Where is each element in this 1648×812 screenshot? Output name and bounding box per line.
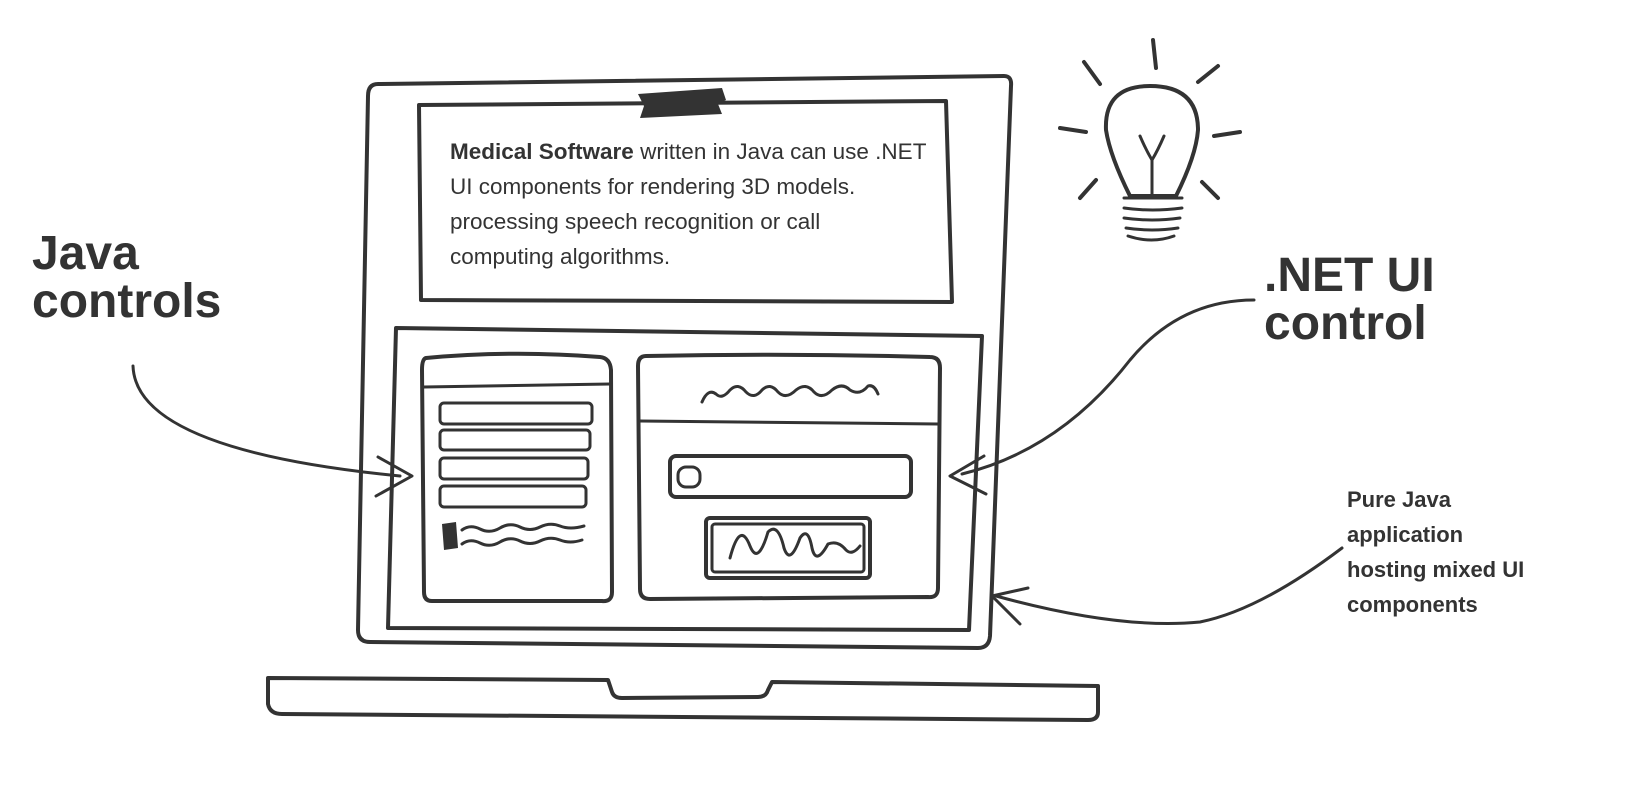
pure-java-arrow (994, 546, 1344, 626)
inner-screen-panel (386, 326, 984, 632)
net-input-icon (676, 465, 702, 489)
net-window-divider (638, 419, 940, 426)
laptop-screen-frame (356, 74, 1014, 650)
java-scribble-line-2 (460, 536, 584, 547)
net-button-inner (710, 522, 866, 574)
net-button-scribble (728, 527, 862, 560)
java-arrowhead (374, 455, 414, 498)
java-field-3 (438, 456, 590, 481)
net-title-scribble (700, 384, 880, 404)
note-body-text: written in Java can use .NET UI componen… (450, 139, 927, 269)
net-arrow (960, 298, 1256, 476)
note-bold-text: Medical Software (450, 139, 634, 164)
java-field-1 (438, 401, 594, 426)
java-arrow (131, 364, 402, 478)
net-arrowhead (948, 454, 988, 496)
laptop-base (266, 676, 1100, 722)
java-controls-label: Java controls (32, 227, 222, 328)
java-window-titlebar (422, 382, 612, 389)
java-field-4 (438, 484, 588, 509)
note-text: Medical Software written in Java can use… (450, 134, 930, 274)
lightbulb-icon (1058, 38, 1242, 242)
tape (638, 88, 726, 118)
pure-java-arrowhead (990, 586, 1030, 626)
net-input-field (668, 454, 913, 499)
net-button-outer (704, 516, 872, 580)
note-card (417, 99, 954, 304)
pure-java-label: Pure Java application hosting mixed UI c… (1347, 487, 1525, 617)
java-controls-window (420, 351, 614, 604)
java-field-2 (438, 428, 592, 452)
net-control-window (636, 352, 942, 601)
java-scribble-line-1 (460, 522, 586, 533)
java-checkbox-icon (442, 522, 458, 550)
net-control-label: .NET UI control (1264, 249, 1435, 350)
